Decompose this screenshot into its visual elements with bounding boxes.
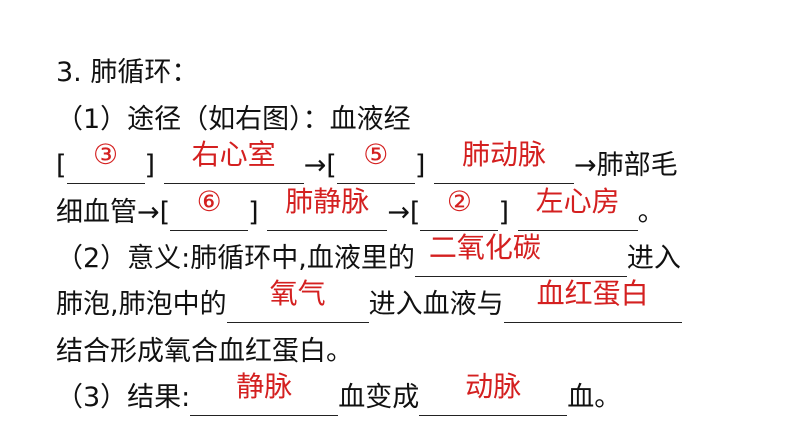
meaning-text-3: 肺泡,肺泡中的: [56, 289, 227, 320]
arrow-bracket: →[: [303, 150, 337, 181]
meaning-text-2: 进入: [626, 243, 681, 274]
section-heading: 3. 肺循环：: [56, 50, 198, 96]
arrow-tail: →肺部毛: [574, 150, 678, 181]
meaning-line-3: 结合形成氧合血红蛋白。: [56, 329, 353, 375]
path-line-1: [ ③] 右心室 →[ ⑤] 肺动脉 →肺部毛: [56, 138, 678, 189]
answer-chamber-2: 左心房: [535, 185, 620, 218]
answer-gas-1: 二氧化碳: [428, 231, 541, 264]
bracket-close: ]: [144, 150, 156, 181]
blank-chamber-2[interactable]: 左心房: [517, 185, 638, 231]
blank-vessel-2[interactable]: 肺静脉: [267, 185, 388, 231]
result-text-2: 血变成: [338, 382, 420, 413]
bracket-close-4: ]: [498, 197, 510, 228]
result-text-1: （3）结果:: [56, 382, 191, 413]
answer-blood-2: 动脉: [465, 370, 522, 403]
period: 。: [637, 197, 665, 228]
answer-number-2: ⑤: [363, 138, 389, 171]
answer-blood-1: 静脉: [236, 370, 293, 403]
blank-vessel-1[interactable]: 肺动脉: [434, 138, 574, 184]
path-line-2: 细血管→[ ⑥] 肺静脉 →[ ②] 左心房。: [56, 185, 665, 236]
answer-number-4: ②: [446, 185, 473, 218]
meaning-text-5: 结合形成氧合血红蛋白。: [56, 336, 353, 367]
blank-number-2[interactable]: ⑤: [336, 138, 415, 184]
result-text-3: 血。: [567, 382, 622, 413]
result-line: （3）结果: 静脉 血变成 动脉 血。: [56, 370, 622, 421]
bracket-open: [: [56, 150, 67, 181]
blank-blood-2[interactable]: 动脉: [419, 370, 568, 416]
meaning-line-2: 肺泡,肺泡中的 氧气 进入血液与 血红蛋白: [56, 277, 682, 328]
blank-gas-2[interactable]: 氧气: [226, 277, 369, 323]
meaning-text-4: 进入血液与: [368, 289, 504, 320]
blank-number-1[interactable]: ③: [66, 138, 145, 184]
blank-number-3[interactable]: ⑥: [170, 185, 249, 231]
blank-protein[interactable]: 血红蛋白: [503, 277, 682, 323]
capillary-text: 细血管→[: [56, 197, 171, 228]
meaning-line-1: （2）意义:肺循环中,血液里的二氧化碳 进入: [56, 231, 681, 282]
path-label: （1）途径（如右图）：血液经: [56, 104, 411, 135]
blank-number-4[interactable]: ②: [420, 185, 499, 231]
meaning-text-1: （2）意义:肺循环中,血液里的: [56, 243, 415, 274]
bracket-close-2: ]: [414, 150, 426, 181]
answer-number-1: ③: [92, 138, 119, 171]
path-label-line: （1）途径（如右图）：血液经: [56, 97, 411, 143]
arrow-bracket-2: →[: [387, 197, 421, 228]
answer-vessel-1: 肺动脉: [461, 138, 546, 171]
answer-protein: 血红蛋白: [536, 277, 649, 310]
heading-text: 3. 肺循环：: [56, 57, 199, 88]
blank-blood-1[interactable]: 静脉: [190, 370, 339, 416]
answer-vessel-2: 肺静脉: [285, 185, 370, 218]
answer-chamber-1: 右心室: [191, 138, 276, 171]
bracket-close-3: ]: [248, 197, 259, 228]
blank-chamber-1[interactable]: 右心室: [163, 138, 304, 184]
blank-gas-1[interactable]: 二氧化碳: [414, 231, 627, 277]
answer-number-3: ⑥: [196, 185, 222, 218]
answer-gas-2: 氧气: [269, 277, 326, 310]
